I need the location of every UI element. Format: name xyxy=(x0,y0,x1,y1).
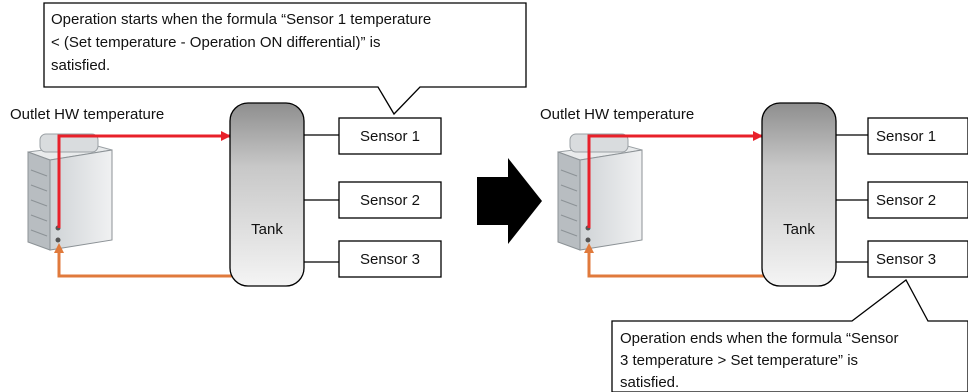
right-tank xyxy=(761,102,837,287)
svg-text:Sensor 3: Sensor 3 xyxy=(360,251,420,268)
svg-text:Sensor 3: Sensor 3 xyxy=(876,251,936,268)
left-return-water-pipe xyxy=(54,243,232,278)
left-sensor-2: Sensor 2 xyxy=(338,181,442,219)
left-hot-water-outlet-pipe xyxy=(57,131,231,228)
right-outlet-hw-label: Outlet HW temperature xyxy=(540,106,694,123)
right-tank-label: Tank xyxy=(783,221,815,238)
right-scene: Outlet HW temperature Tank Sensor 1 xyxy=(540,102,968,287)
right-sensor-3: Sensor 3 xyxy=(867,240,968,278)
left-scene: Outlet HW temperature Tank Sensor 1 xyxy=(10,102,442,287)
transition-arrow-icon xyxy=(477,158,542,244)
right-return-water-pipe xyxy=(584,243,764,278)
start-callout-line-1: Operation starts when the formula “Senso… xyxy=(51,11,431,28)
svg-text:Sensor 2: Sensor 2 xyxy=(360,192,420,209)
start-callout-line-3: satisfied. xyxy=(51,57,110,74)
svg-text:Sensor 2: Sensor 2 xyxy=(876,192,936,209)
start-condition-callout: Operation starts when the formula “Senso… xyxy=(43,2,527,116)
right-sensor-1: Sensor 1 xyxy=(867,117,968,155)
left-sensor-3: Sensor 3 xyxy=(338,240,442,278)
left-heat-pump-unit-icon xyxy=(27,133,113,251)
start-callout-line-2: < (Set temperature - Operation ON differ… xyxy=(51,34,380,51)
left-tank-label: Tank xyxy=(251,221,283,238)
end-condition-callout: Operation ends when the formula “Sensor … xyxy=(611,279,968,392)
left-outlet-hw-label: Outlet HW temperature xyxy=(10,106,164,123)
start-callout-bubble xyxy=(43,2,527,116)
end-callout-line-1: Operation ends when the formula “Sensor xyxy=(620,330,899,347)
left-tank xyxy=(229,102,305,287)
svg-text:Sensor 1: Sensor 1 xyxy=(360,128,420,145)
svg-text:Sensor 1: Sensor 1 xyxy=(876,128,936,145)
end-callout-line-2: 3 temperature > Set temperature” is xyxy=(620,352,858,369)
right-heat-pump-unit-icon xyxy=(557,133,643,251)
end-callout-bubble xyxy=(611,279,968,392)
end-callout-line-3: satisfied. xyxy=(620,374,679,391)
right-hot-water-outlet-pipe xyxy=(587,131,763,228)
left-sensor-1: Sensor 1 xyxy=(338,117,442,155)
right-sensor-2: Sensor 2 xyxy=(867,181,968,219)
